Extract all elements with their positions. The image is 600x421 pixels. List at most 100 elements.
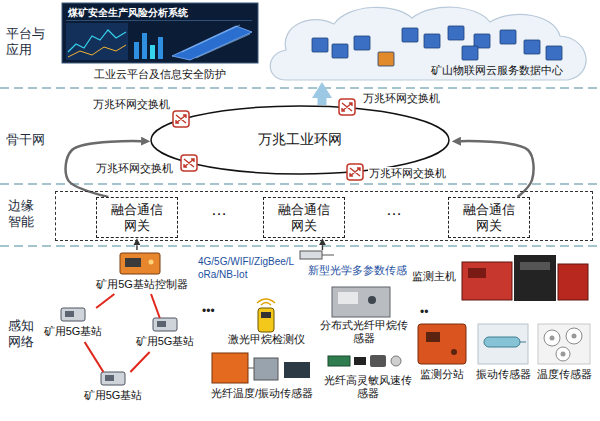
protocol-label: 4G/5G/WIFI/ZigBee/LoRa/NB-Iot (198, 256, 298, 281)
node-label: 温度传感器 (534, 368, 594, 381)
photo-disk (544, 330, 560, 346)
5g-ring-link (130, 352, 149, 372)
node-label: 矿用5G基站 (134, 335, 196, 348)
base-station-window (157, 321, 166, 327)
photo-body (332, 287, 390, 317)
node-label: … (211, 200, 227, 219)
screen-chart (66, 23, 128, 60)
gateway-box: 融合通信网关 (263, 197, 345, 238)
text-slot: 监测主机 (412, 270, 460, 283)
server-icon (500, 30, 516, 44)
server-icon (332, 44, 348, 58)
node-label: 矿山物联网云服务数据中心 (412, 64, 582, 77)
server-icon (378, 52, 394, 66)
photo-disk-core (572, 334, 577, 339)
text-slot: 工业云平台及信息安全防护 (62, 68, 258, 81)
node-label: 工业云平台及信息安全防护 (62, 68, 258, 81)
photo-cable (520, 342, 526, 343)
text-slot: 万兆环网交换机 (92, 98, 171, 111)
switch-body (181, 155, 197, 171)
monitor-host-photo (462, 255, 588, 301)
monitor-host: 监测主机 (412, 253, 594, 303)
methane-detector-icon (257, 299, 275, 332)
layer-separator (0, 87, 600, 88)
screen-bar (158, 37, 163, 59)
base-station: 矿用5G基站 (82, 372, 146, 406)
text-slot: 万兆环网交换机 (95, 162, 174, 175)
node-label: 矿用5G基站 (82, 389, 144, 402)
node-label: 监测主机 (412, 270, 460, 283)
photo-probe (391, 356, 401, 366)
text-slot: 煤矿安全生产风险分析系统 (68, 7, 252, 19)
detector-screen (261, 312, 271, 318)
node-label: … (386, 200, 402, 219)
layer-label: 边缘智能 (8, 198, 37, 231)
detector-body (258, 308, 274, 332)
text-slot: 矿用5G基站 (134, 335, 196, 348)
photo-disk (566, 328, 582, 344)
layer-separators (0, 88, 600, 246)
text-slot: 激光甲烷检测仪 (224, 333, 308, 346)
base-station-body (101, 372, 125, 385)
photo-probe (370, 355, 386, 367)
base-station-controller: 矿用5G基站控制器 (88, 250, 198, 294)
vibration-photo (478, 324, 528, 364)
text-slot: 振动传感器 (474, 368, 532, 381)
cloud-datacenter: 矿山物联网云服务数据中心 (262, 2, 594, 82)
screen-model (172, 26, 252, 60)
gateway-uplink (322, 245, 323, 250)
photo-board (328, 356, 350, 366)
temperature-photo (538, 324, 590, 364)
photo-panel (426, 332, 440, 342)
photo-ground (538, 324, 590, 364)
ring-switch: 万兆环网交换机 (346, 163, 449, 183)
photo-disk-core (550, 336, 555, 341)
server-icon (448, 26, 464, 40)
label-slot: ••• (202, 304, 215, 319)
fiber-temp-photo (212, 353, 310, 383)
wireless-arc (261, 303, 271, 306)
ring-switch: 万兆环网交换机 (338, 92, 446, 116)
gateway-label: 融合通信网关 (109, 202, 165, 233)
server-icon (462, 46, 478, 60)
gateway-label: 融合通信网关 (461, 202, 517, 233)
base-station: 矿用5G基站 (42, 308, 106, 342)
controller-panel (125, 258, 141, 267)
temperature-sensor: 温度传感器 (534, 322, 596, 384)
text-slot: 矿用5G基站 (82, 389, 144, 402)
optical-sensor: 新型光学多参数传感 (300, 250, 412, 280)
layer-separator (0, 183, 600, 184)
server-icon (546, 46, 562, 60)
text-slot: 分布式光纤甲烷传感器 (318, 319, 410, 345)
text-slot: 光纤温度/振动传感器 (206, 387, 318, 400)
optical-fiber (322, 255, 334, 256)
5g-ring-link (151, 294, 160, 318)
fiber-wind-sensor: 光纤高灵敏风速传感器 (324, 352, 414, 408)
node-label: 光纤高灵敏风速传感器 (324, 374, 412, 400)
node-label: 光纤温度/振动传感器 (206, 387, 318, 400)
photo-knob (451, 349, 457, 355)
controller-icon (120, 253, 160, 274)
base-station-window (105, 375, 114, 381)
base-station: 矿用5G基站 (134, 318, 198, 352)
monitor-substation: 监测分站 (414, 322, 472, 384)
ellipsis-mark: ••• (202, 304, 215, 319)
photo-body (462, 262, 512, 300)
screen-illustration (62, 3, 258, 63)
gateway-box: 融合通信网关 (448, 197, 530, 238)
photo-probe (484, 337, 520, 347)
photo-disk-core (561, 352, 566, 357)
switch-icon (172, 110, 190, 128)
5g-ring-link (85, 342, 104, 372)
screen-bar (134, 42, 139, 59)
base-station-window (65, 311, 74, 317)
gateway-label: 融合通信网关 (276, 202, 332, 233)
switch-arrows (350, 168, 360, 176)
base-station-body (61, 308, 85, 321)
node-label: 新型光学多参数传感 (308, 264, 407, 277)
photo-body (514, 255, 556, 301)
switch-arrows (342, 103, 352, 111)
node-label: 激光甲烷检测仪 (224, 333, 308, 346)
photo-body (284, 362, 310, 378)
